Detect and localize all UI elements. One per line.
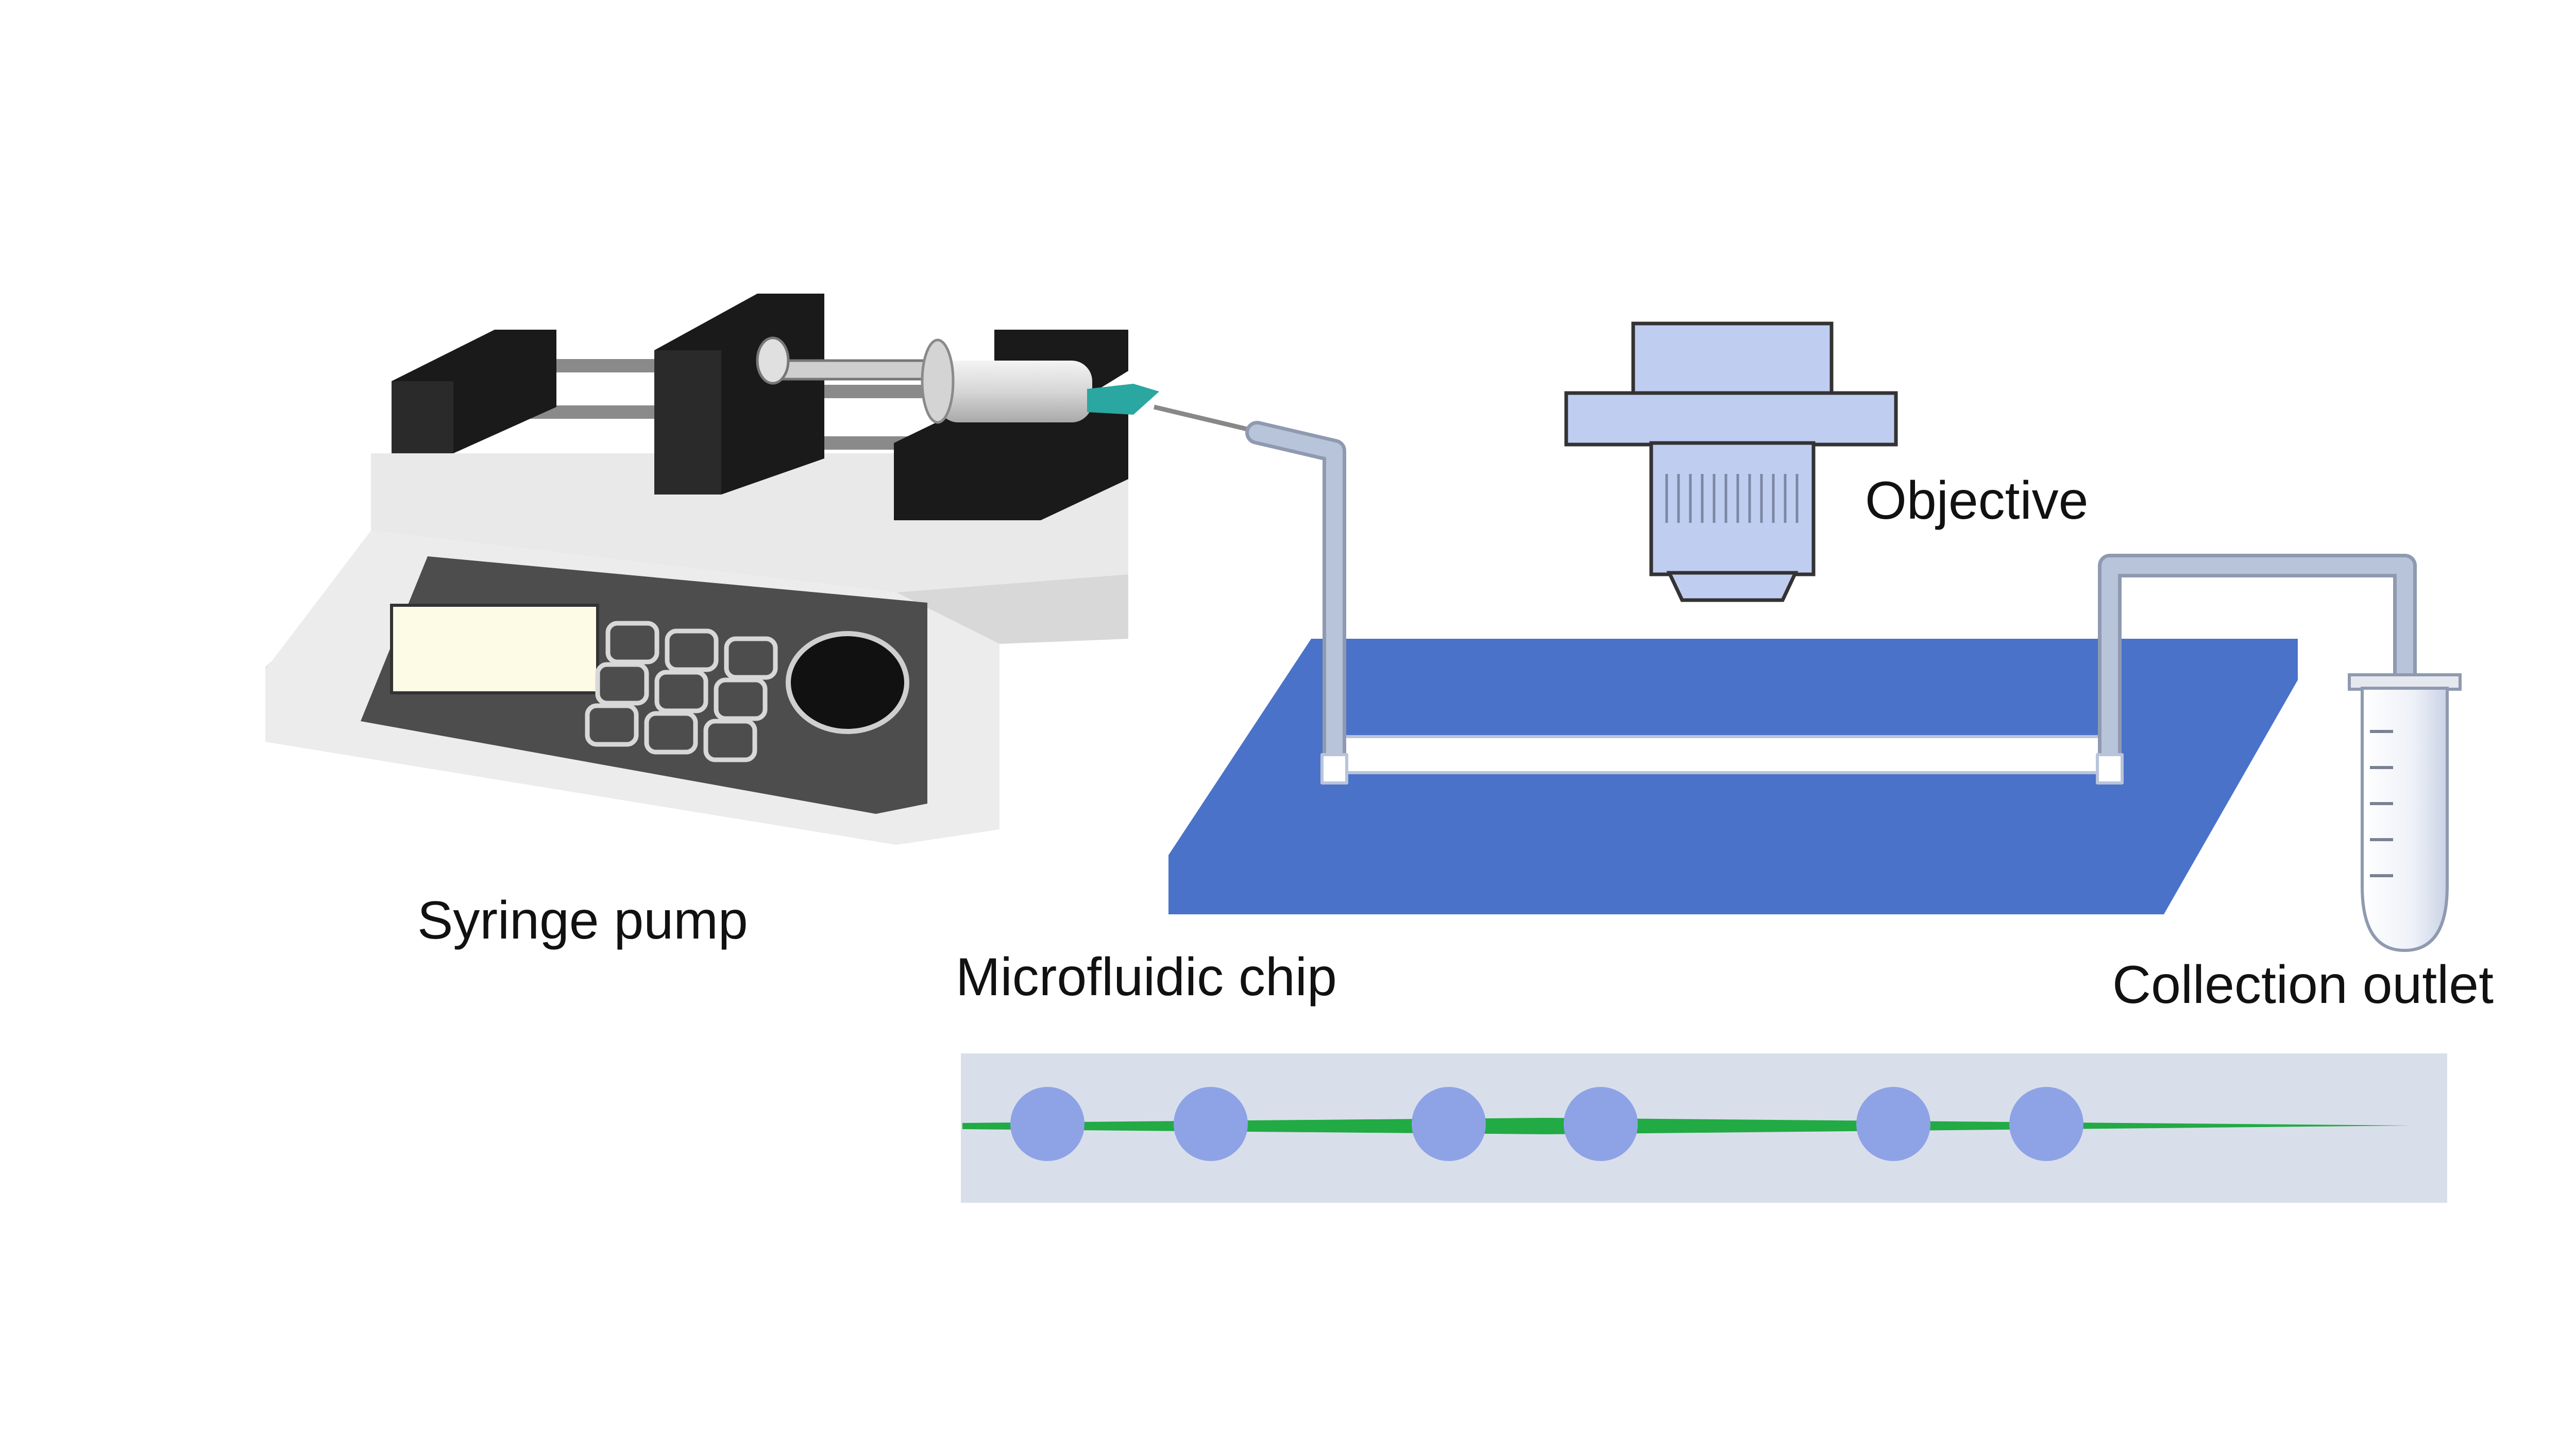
objective-lens-tip bbox=[1666, 571, 1799, 602]
tube-graduations bbox=[2370, 730, 2393, 877]
syringe-pump-label: Syringe pump bbox=[417, 891, 748, 950]
channel-inset bbox=[961, 1053, 2447, 1203]
objective-barrel bbox=[1649, 441, 1816, 576]
particles bbox=[1010, 1087, 2083, 1161]
microfluidic-chip-icon bbox=[1168, 639, 2298, 914]
microscope-objective-icon bbox=[1564, 321, 1898, 602]
pump-keypad bbox=[585, 621, 778, 762]
syringe-needle bbox=[1153, 404, 1263, 435]
pump-screen bbox=[390, 604, 599, 694]
particle bbox=[1174, 1087, 1248, 1161]
particle bbox=[1564, 1087, 1638, 1161]
pump-side bbox=[896, 574, 1128, 644]
chip-body bbox=[1168, 639, 2298, 914]
particle bbox=[1856, 1087, 1930, 1161]
pump-knob bbox=[786, 631, 909, 734]
syringe-plunger-head bbox=[756, 336, 790, 385]
objective-top-mount bbox=[1631, 321, 1834, 398]
syringe-pump-icon bbox=[265, 294, 1263, 845]
outlet-tubing bbox=[2096, 554, 2417, 785]
collection-tube-icon bbox=[2348, 673, 2462, 952]
syringe-needle-hub bbox=[1087, 384, 1159, 415]
tube-body bbox=[2361, 687, 2449, 952]
objective-knurling bbox=[1665, 474, 1799, 523]
syringe-barrel bbox=[938, 361, 1092, 422]
objective-collar bbox=[1564, 391, 1898, 447]
microfluidic-chip-label: Microfluidic chip bbox=[956, 947, 1337, 1007]
syringe-plunger bbox=[771, 359, 944, 381]
collection-outlet-label: Collection outlet bbox=[2112, 955, 2494, 1015]
syringe-flange bbox=[921, 338, 955, 424]
chip-channel bbox=[1335, 735, 2116, 774]
particle bbox=[2009, 1087, 2083, 1161]
inlet-tubing bbox=[1245, 421, 1348, 785]
particle bbox=[1010, 1087, 1084, 1161]
objective-label: Objective bbox=[1865, 471, 2089, 531]
focused-stream bbox=[962, 1118, 2411, 1134]
particle bbox=[1412, 1087, 1486, 1161]
